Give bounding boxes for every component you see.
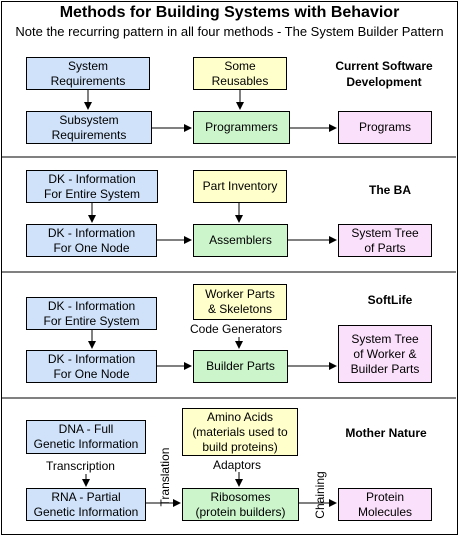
s3-code-generators-label: Code Generators xyxy=(190,322,283,336)
s2-top-middle-box: Part Inventory xyxy=(193,170,287,203)
s3-top-left-box: DK - Information For Entire System xyxy=(26,297,157,330)
s4-right-box: Protein Molecules xyxy=(338,488,432,521)
s4-header: Mother Nature xyxy=(345,426,427,440)
s1-header: Current Software Development xyxy=(335,59,433,89)
s1-top-middle-box: Some Reusables xyxy=(193,57,287,90)
s2-middle-box: Assemblers xyxy=(193,224,288,257)
s1-middle-box: Programmers xyxy=(193,111,290,144)
s2-bottom-left-box: DK - Information For One Node xyxy=(26,224,157,257)
s1-bottom-left-box: Subsystem Requirements xyxy=(26,111,152,144)
s1-right-box: Programs xyxy=(338,111,432,144)
s1-top-left-box: System Requirements xyxy=(26,57,150,90)
s4-chaining-label: Chaining xyxy=(313,471,327,519)
s3-middle-box: Builder Parts xyxy=(193,350,288,383)
s4-bottom-left-box: RNA - Partial Genetic Information xyxy=(26,488,146,521)
s4-transcription-label: Transcription xyxy=(46,459,115,473)
s3-header: SoftLife xyxy=(367,293,413,307)
s4-adaptors-label: Adaptors xyxy=(213,458,262,472)
s2-header: The BA xyxy=(369,183,411,197)
s3-top-middle-box: Worker Parts & Skeletons xyxy=(193,284,287,320)
s4-top-middle-box: Amino Acids (materials used to build pro… xyxy=(182,408,298,456)
s2-top-left-box: DK - Information For Entire System xyxy=(26,170,158,203)
s4-middle-box: Ribosomes (protein builders) xyxy=(182,488,299,521)
s2-right-box: System Tree of Parts xyxy=(338,224,432,257)
s3-bottom-left-box: DK - Information For One Node xyxy=(26,350,157,383)
page-subtitle: Note the recurring pattern in all four m… xyxy=(15,24,444,39)
s4-translation-label: Translation xyxy=(158,447,172,507)
s3-right-box: System Tree of Worker & Builder Parts xyxy=(338,325,432,383)
s4-top-left-box: DNA - Full Genetic Information xyxy=(26,420,146,454)
page-title: Methods for Building Systems with Behavi… xyxy=(59,4,400,21)
